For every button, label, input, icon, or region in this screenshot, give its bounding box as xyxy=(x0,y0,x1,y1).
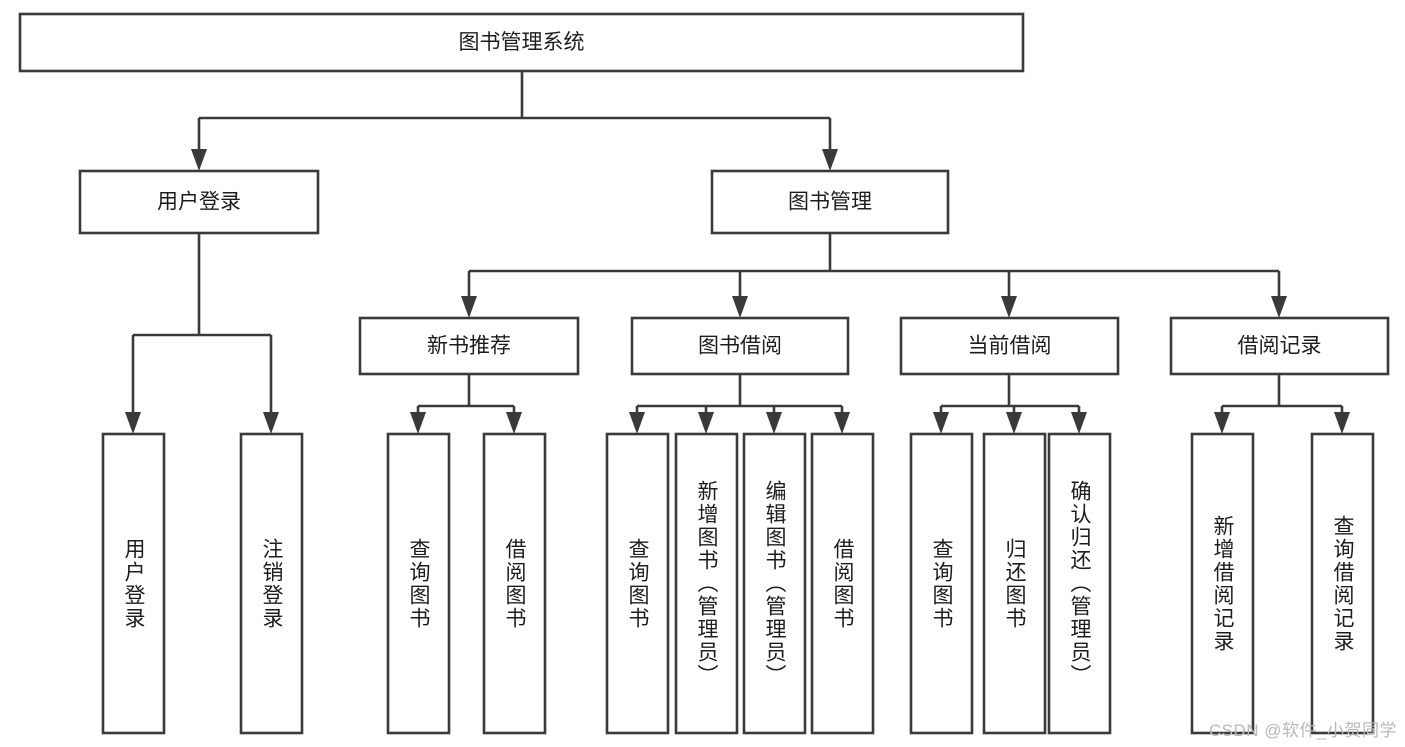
node-box-root[interactable] xyxy=(18,12,1025,73)
leaf-node-12[interactable]: 查询借阅记录 xyxy=(1312,434,1373,733)
node-label-leaf-4: 查询图书 xyxy=(626,537,649,630)
leaf-label-wrap: 查询借阅记录 xyxy=(1312,434,1373,733)
leaf-node-3[interactable]: 借阅图书 xyxy=(484,434,545,733)
arrow-head-icon xyxy=(933,412,949,434)
node-box-level1-0[interactable] xyxy=(78,169,320,235)
node-label-leaf-0: 用户登录 xyxy=(122,537,145,630)
node-box-leaf-1[interactable] xyxy=(239,432,304,735)
node-label-leaf-7: 借阅图书 xyxy=(831,537,854,630)
leaf-label-wrap: 借阅图书 xyxy=(812,434,873,733)
leaf-node-11[interactable]: 新增借阅记录 xyxy=(1192,434,1253,733)
node-label-level2-2: 当前借阅 xyxy=(968,335,1052,358)
leaf-label-wrap: 注销登录 xyxy=(241,434,302,733)
node-label-leaf-6: 编辑图书（管理员） xyxy=(763,480,786,687)
node-box-layer xyxy=(18,12,1390,735)
arrow-head-icon xyxy=(698,412,714,434)
node-label-level2-1: 图书借阅 xyxy=(698,335,782,358)
arrow-head-icon xyxy=(125,412,141,434)
node-label-leaf-5: 新增图书（管理员） xyxy=(695,480,718,687)
node-box-leaf-8[interactable] xyxy=(909,432,974,735)
node-label-leaf-11: 新增借阅记录 xyxy=(1211,514,1234,653)
arrow-head-icon xyxy=(506,412,522,434)
arrow-head-icon xyxy=(766,412,782,434)
leaf-node-1[interactable]: 注销登录 xyxy=(241,434,302,733)
node-label-level1-0: 用户登录 xyxy=(157,191,241,214)
node-label-level2-0: 新书推荐 xyxy=(427,335,511,358)
node-box-leaf-6[interactable] xyxy=(742,432,807,735)
node-box-leaf-7[interactable] xyxy=(810,432,875,735)
node-label-level1-1: 图书管理 xyxy=(788,191,872,214)
arrow-head-icon xyxy=(1271,296,1287,318)
leaf-node-2[interactable]: 查询图书 xyxy=(388,434,449,733)
node-box-level1-1[interactable] xyxy=(710,169,950,235)
node-box-leaf-2[interactable] xyxy=(386,432,451,735)
node-label-leaf-3: 借阅图书 xyxy=(503,537,526,630)
arrow-head-icon xyxy=(629,412,645,434)
node-box-level2-1[interactable] xyxy=(630,316,850,376)
node-label-leaf-9: 归还图书 xyxy=(1003,537,1026,630)
csdn-watermark: CSDN @软件_小贺同学 xyxy=(1208,721,1397,740)
arrow-head-icon xyxy=(1214,412,1230,434)
arrow-head-icon xyxy=(822,149,838,171)
leaf-node-0[interactable]: 用户登录 xyxy=(103,434,164,733)
arrow-head-icon xyxy=(263,412,279,434)
node-label-root: 图书管理系统 xyxy=(459,31,585,54)
arrow-head-icon xyxy=(461,296,477,318)
node-box-leaf-10[interactable] xyxy=(1047,432,1112,735)
leaf-label-wrap: 借阅图书 xyxy=(484,434,545,733)
leaf-node-10[interactable]: 确认归还（管理员） xyxy=(1049,434,1110,733)
arrow-head-icon xyxy=(1006,412,1022,434)
node-label-leaf-2: 查询图书 xyxy=(407,537,430,630)
node-box-leaf-5[interactable] xyxy=(674,432,739,735)
leaf-node-7[interactable]: 借阅图书 xyxy=(812,434,873,733)
leaf-label-wrap: 查询图书 xyxy=(911,434,972,733)
arrow-head-icon xyxy=(410,412,426,434)
leaf-node-6[interactable]: 编辑图书（管理员） xyxy=(744,434,805,733)
node-box-leaf-0[interactable] xyxy=(101,432,166,735)
arrow-head-icon xyxy=(834,412,850,434)
node-box-level2-0[interactable] xyxy=(358,316,580,376)
leaf-label-wrap: 查询图书 xyxy=(607,434,668,733)
arrow-head-icon xyxy=(1001,296,1017,318)
arrow-head-icon xyxy=(191,149,207,171)
node-label-level2-3: 借阅记录 xyxy=(1238,335,1322,358)
node-box-leaf-3[interactable] xyxy=(482,432,547,735)
node-box-level2-3[interactable] xyxy=(1169,316,1390,376)
leaf-label-wrap: 新增借阅记录 xyxy=(1192,434,1253,733)
leaf-label-wrap: 确认归还（管理员） xyxy=(1049,434,1110,733)
leaf-node-9[interactable]: 归还图书 xyxy=(984,434,1045,733)
leaf-label-wrap: 用户登录 xyxy=(103,434,164,733)
node-box-leaf-9[interactable] xyxy=(982,432,1047,735)
leaf-node-5[interactable]: 新增图书（管理员） xyxy=(676,434,737,733)
node-label-leaf-10: 确认归还（管理员） xyxy=(1068,480,1091,687)
node-box-leaf-4[interactable] xyxy=(605,432,670,735)
leaf-node-4[interactable]: 查询图书 xyxy=(607,434,668,733)
node-box-level2-2[interactable] xyxy=(899,316,1120,376)
node-label-leaf-12: 查询借阅记录 xyxy=(1331,514,1354,653)
connector-layer xyxy=(125,71,1350,434)
node-label-leaf-1: 注销登录 xyxy=(260,537,283,630)
leaf-label-wrap: 新增图书（管理员） xyxy=(676,434,737,733)
leaf-label-wrap: 编辑图书（管理员） xyxy=(744,434,805,733)
leaf-label-wrap: 查询图书 xyxy=(388,434,449,733)
node-label-leaf-8: 查询图书 xyxy=(930,537,953,630)
node-box-leaf-12[interactable] xyxy=(1310,432,1375,735)
leaf-label-wrap: 归还图书 xyxy=(984,434,1045,733)
arrow-head-icon xyxy=(1071,412,1087,434)
leaf-node-8[interactable]: 查询图书 xyxy=(911,434,972,733)
arrow-head-icon xyxy=(732,296,748,318)
arrow-head-icon xyxy=(1334,412,1350,434)
node-box-leaf-11[interactable] xyxy=(1190,432,1255,735)
